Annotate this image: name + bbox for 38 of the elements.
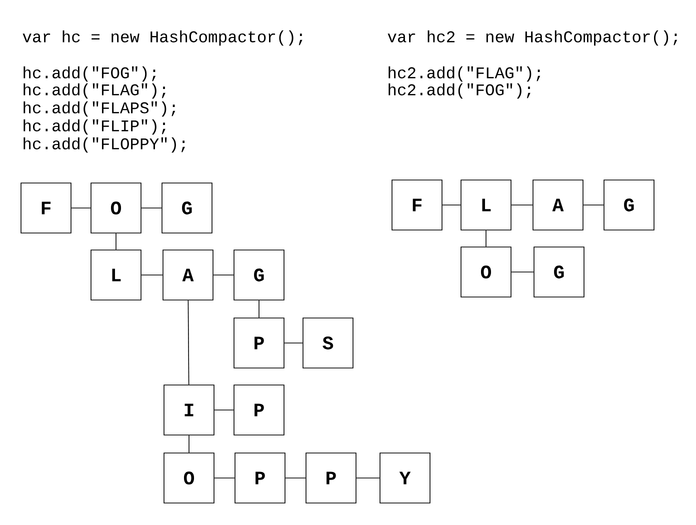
letter-box: L <box>460 180 512 230</box>
letter-box: G <box>534 246 584 298</box>
letter-box: S <box>302 318 354 368</box>
connector-line <box>258 300 260 318</box>
letter-box: I <box>164 384 214 436</box>
connector-line <box>213 274 234 276</box>
letter-box: Y <box>380 452 430 504</box>
connector-line <box>583 204 604 206</box>
letter-box: P <box>234 318 284 368</box>
letter-box: O <box>90 182 142 234</box>
code-line: var hc2 = new HashCompactor(); <box>388 30 678 46</box>
code-line: hc.add("FOG"); <box>24 66 156 82</box>
letter-box: O <box>164 452 214 504</box>
letter-box: A <box>532 180 584 230</box>
connector-line <box>284 342 303 344</box>
code-line: hc.add("FLOPPY"); <box>24 137 185 153</box>
letter-box: G <box>604 180 654 230</box>
letter-box: P <box>234 452 286 504</box>
connector-line <box>188 435 190 453</box>
letter-box: G <box>162 182 212 234</box>
code-line: hc.add("FLAPS"); <box>24 101 176 117</box>
code-line: hc.add("FLIP"); <box>24 119 166 135</box>
connector-line <box>511 204 533 206</box>
connector-line <box>442 204 461 206</box>
letter-box: F <box>392 180 442 230</box>
letter-box: F <box>20 182 72 234</box>
code-line: hc2.add("FOG"); <box>388 83 530 99</box>
connector-line <box>188 300 190 385</box>
code-line: hc2.add("FLAG"); <box>388 66 540 82</box>
letter-box: L <box>90 250 142 300</box>
letter-box: O <box>460 246 512 298</box>
code-line: hc.add("FLAG"); <box>24 83 166 99</box>
letter-box: G <box>234 250 284 300</box>
letter-box: P <box>306 452 356 504</box>
code-line: var hc = new HashCompactor(); <box>22 30 302 46</box>
connector-line <box>141 274 163 276</box>
letter-box: A <box>162 250 214 300</box>
letter-box: P <box>234 384 284 436</box>
